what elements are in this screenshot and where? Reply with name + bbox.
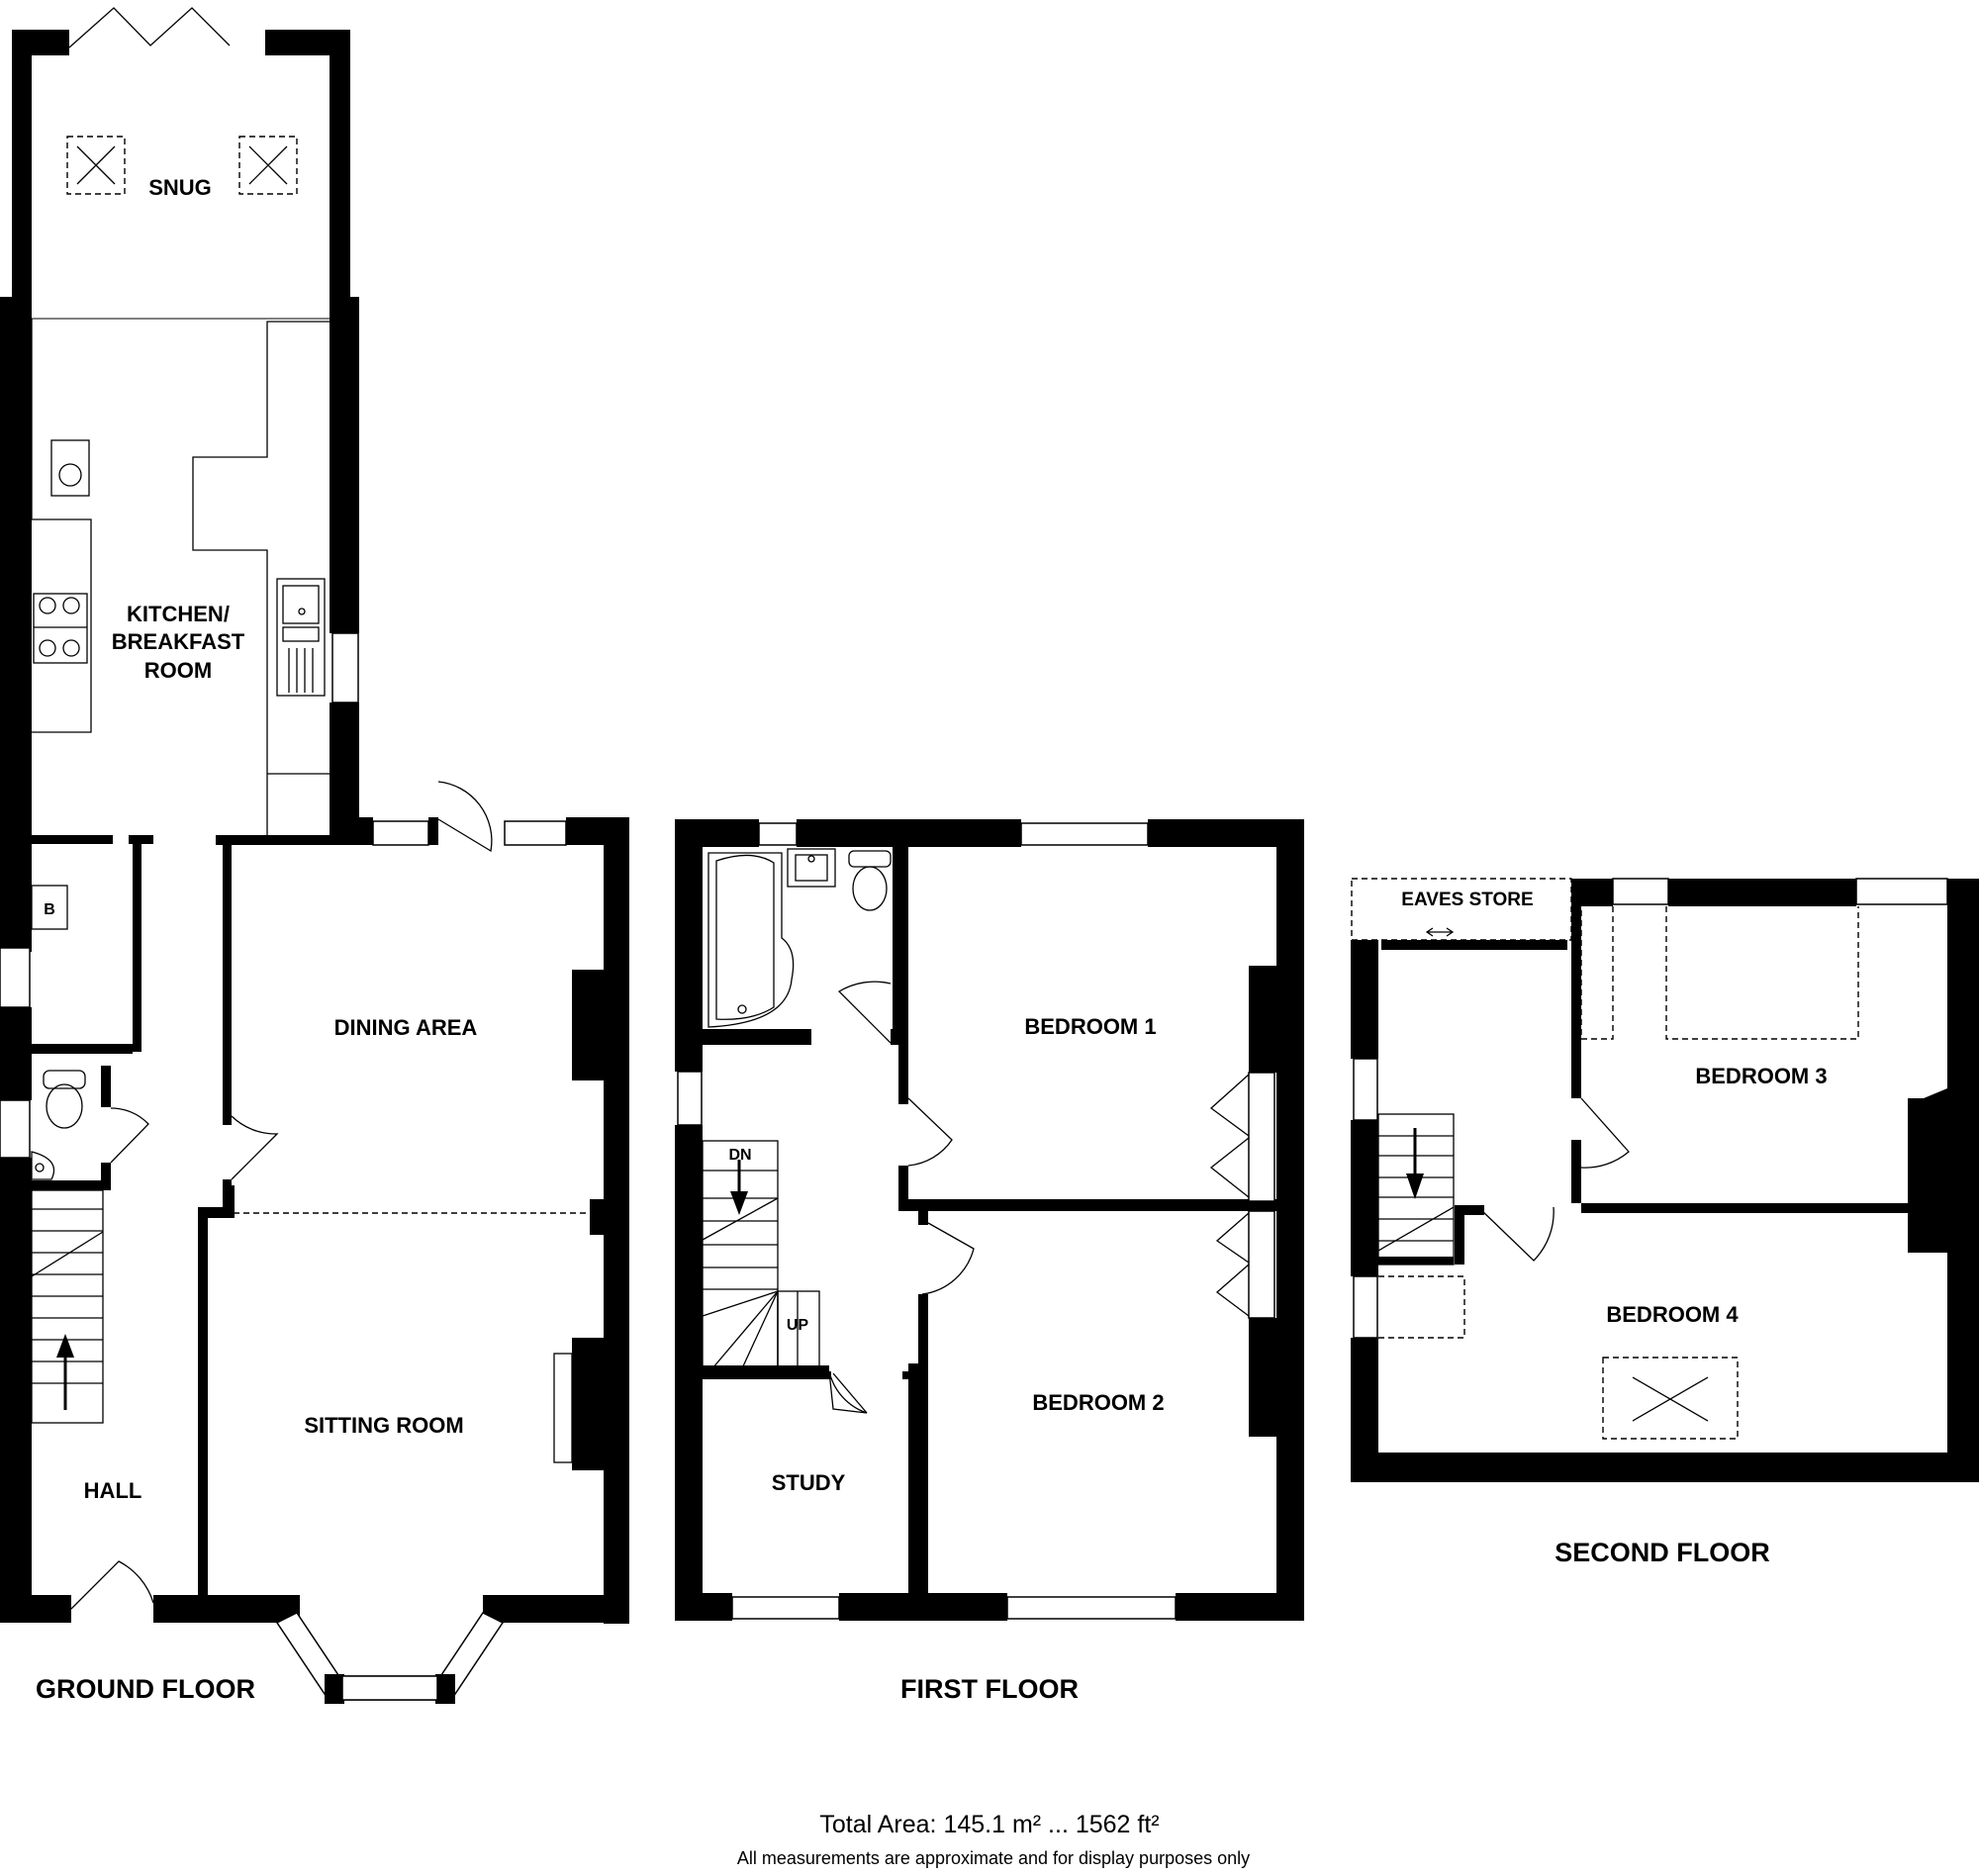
toilet-icon [43,1070,86,1129]
door-swing-icon [907,1097,953,1167]
wardrobe-door-icon [1209,1074,1250,1198]
boiler-label: B [44,901,55,918]
floor-label-first: FIRST FLOOR [900,1674,1079,1704]
first-floor-plan: DN UP [675,819,1304,1621]
boiler-icon: B [31,885,68,930]
bifold-door-icon [68,7,231,48]
room-label-bedroom3: BEDROOM 3 [1695,1064,1827,1088]
bay-window-icon [275,1612,505,1704]
basin-icon [787,848,836,888]
bath-icon [707,852,795,1028]
room-label-sitting-room: SITTING ROOM [304,1413,463,1438]
room-label-bedroom2: BEDROOM 2 [1032,1390,1164,1415]
stairs-up-label: UP [787,1317,809,1334]
room-label-bedroom4: BEDROOM 4 [1606,1302,1739,1327]
kitchen-sink-icon [276,578,326,697]
front-door-swing-icon [70,1560,154,1610]
ground-floor-plan: B [0,7,629,1704]
stairs-icon: DN UP [702,1140,820,1369]
floor-label-ground: GROUND FLOOR [36,1674,255,1704]
room-label-study: STUDY [772,1470,846,1495]
room-label-kitchen-line1: KITCHEN/ [127,602,230,626]
door-swing-icon [921,1222,975,1295]
rooflight-icon [238,136,298,195]
door-swing-icon [1580,1097,1630,1169]
door-swing-icon [231,1115,279,1180]
door-swing-icon [437,781,493,853]
rooflight-icon [1602,1357,1739,1440]
door-swing-icon [1479,1206,1555,1262]
wardrobe-door-icon [1215,1212,1250,1317]
appliance-icon [50,439,90,497]
total-area-text: Total Area: 145.1 m² ... 1562 ft² [819,1811,1159,1838]
stairs-icon [1377,1113,1455,1266]
toilet-icon [848,850,892,911]
door-swing-icon [837,981,892,1044]
double-arrow-icon [1425,927,1455,937]
basin-icon [31,1151,55,1180]
floor-label-second: SECOND FLOOR [1555,1538,1770,1567]
disclaimer-text: All measurements are approximate and for… [737,1848,1250,1868]
second-floor-plan: EAVES STORE [1351,878,1979,1482]
room-label-kitchen-line3: ROOM [144,658,212,683]
room-label-snug: SNUG [148,175,212,200]
door-swing-icon [110,1107,149,1164]
room-label-hall: HALL [84,1478,142,1503]
stairs-down-label: DN [728,1147,751,1164]
room-label-dining-area: DINING AREA [334,1015,478,1040]
room-label-kitchen-line2: BREAKFAST [112,629,245,654]
stairs-icon [31,1189,104,1424]
hob-icon [33,593,88,664]
room-label-bedroom1: BEDROOM 1 [1024,1014,1156,1039]
room-label-eaves-store: EAVES STORE [1401,890,1533,910]
rooflight-icon [66,136,126,195]
